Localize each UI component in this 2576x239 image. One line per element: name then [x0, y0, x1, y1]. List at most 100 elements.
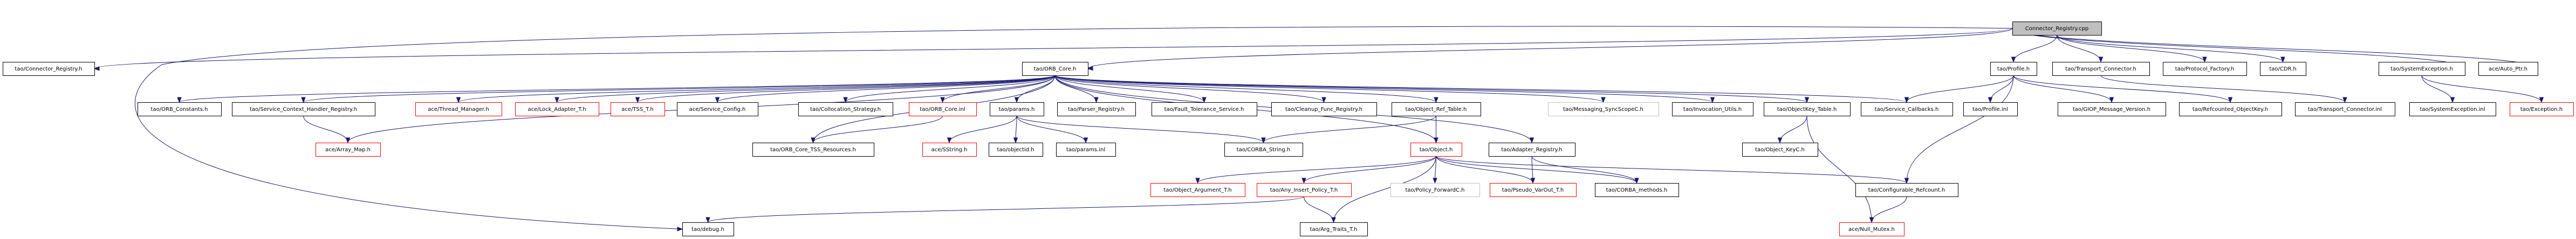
graph-node-parser-registry-h[interactable]: tao/Parser_Registry.h — [1057, 102, 1136, 116]
node-box — [1152, 102, 1257, 116]
graph-node-arg-traits-t-h[interactable]: tao/Arg_Traits_T.h — [1300, 222, 1368, 236]
arrowhead-icon — [2450, 97, 2455, 103]
arrowhead-icon — [1988, 97, 1993, 103]
node-box — [611, 102, 665, 116]
arrowhead-icon — [1195, 178, 1200, 184]
edge-orb-core-h-to-scx-handler-registry-h — [303, 75, 1056, 103]
node-box — [2478, 62, 2538, 76]
graph-node-any-insert-policy-t-h[interactable]: tao/Any_Insert_Policy_T.h — [1257, 183, 1352, 197]
arrowhead-icon — [947, 137, 952, 144]
graph-node-params-inl[interactable]: tao/params.inl — [1056, 143, 1116, 157]
arrowhead-icon — [1094, 97, 1099, 103]
graph-node-profile-inl[interactable]: tao/Profile.inl — [1963, 102, 2018, 116]
arrowhead-icon — [2342, 97, 2347, 103]
node-box — [1300, 222, 1368, 236]
graph-node-lock-adapter-t-h[interactable]: ace/Lock_Adapter_T.h — [515, 102, 599, 116]
node-box — [798, 102, 893, 116]
edge-orb-core-h-to-orb-constants-h — [179, 75, 1056, 103]
graph-node-sstring-h[interactable]: ace/SString.h — [922, 143, 977, 157]
arrowhead-icon — [1777, 137, 1783, 144]
graph-node-orb-core-inl[interactable]: tao/ORB_Core.inl — [909, 102, 977, 116]
graph-node-protocol-factory-h[interactable]: tao/Protocol_Factory.h — [2163, 62, 2247, 76]
graph-node-corba-methods-h[interactable]: tao/CORBA_methods.h — [1595, 183, 1679, 197]
node-box — [1595, 183, 1679, 197]
graph-node-invocation-utils-h[interactable]: tao/Invocation_Utils.h — [1672, 102, 1753, 116]
arrowhead-icon — [2202, 57, 2207, 63]
node-box — [1489, 143, 1575, 157]
graph-node-scx-handler-registry-h[interactable]: tao/Service_Context_Handler_Registry.h — [232, 102, 375, 116]
node-label: tao/ORB_Core_TSS_Resources.h — [770, 147, 856, 153]
graph-node-policy-forwardc-h[interactable]: tao/Policy_ForwardC.h — [1390, 183, 1480, 197]
node-label: tao/ObjectKey_Table.h — [1777, 107, 1837, 113]
graph-node-objectkey-table-h[interactable]: tao/ObjectKey_Table.h — [1764, 102, 1851, 116]
graph-node-configurable-refcount-h[interactable]: tao/Configurable_Refcount.h — [1855, 183, 1958, 197]
graph-node-object-keyc-h[interactable]: tao/Object_KeyC.h — [1742, 143, 1818, 157]
graph-node-object-h[interactable]: tao/Object.h — [1410, 143, 1462, 157]
graph-node-exception-h[interactable]: tao/Exception.h — [2510, 102, 2574, 116]
arrowhead-icon — [1331, 217, 1336, 223]
arrowhead-icon — [177, 97, 182, 103]
graph-node-auto-ptr-h[interactable]: ace/Auto_Ptr.h — [2478, 62, 2538, 76]
graph-node-systemexception-h[interactable]: tao/SystemException.h — [2379, 62, 2465, 76]
graph-node-objectid-h[interactable]: tao/objectid.h — [989, 143, 1043, 157]
graph-node-service-config-h[interactable]: ace/Service_Config.h — [677, 102, 758, 116]
edge-params-h-to-sstring-h — [949, 115, 1017, 143]
edge-root-to-cdr-h — [2057, 34, 2283, 62]
node-label: ace/Thread_Manager.h — [428, 107, 489, 113]
node-label: tao/debug.h — [691, 227, 724, 233]
node-box — [1056, 143, 1116, 157]
graph-node-messaging-syncscopec-h[interactable]: tao/Messaging_SyncScopeC.h — [1548, 102, 1659, 116]
graph-node-cleanup-func-registry-h[interactable]: tao/Cleanup_Func_Registry.h — [1271, 102, 1377, 116]
graph-node-null-mutex-h[interactable]: ace/Null_Mutex.h — [1839, 222, 1904, 236]
arrowhead-icon — [940, 97, 945, 103]
node-label: tao/Fault_Tolerance_Service.h — [1164, 107, 1244, 113]
graph-node-systemexception-inl[interactable]: tao/SystemException.inl — [2409, 102, 2496, 116]
graph-node-pseudo-varout-t-h[interactable]: tao/Pseudo_VarOut_T.h — [1490, 183, 1577, 197]
graph-node-root: Connector_Registry.cpp — [2012, 22, 2102, 36]
graph-node-service-callbacks-h[interactable]: tao/Service_Callbacks.h — [1861, 102, 1953, 116]
graph-node-transport-connector-inl[interactable]: tao/Transport_Connector.inl — [2295, 102, 2395, 116]
graph-node-thread-manager-h[interactable]: ace/Thread_Manager.h — [415, 102, 502, 116]
edge-profile-h-to-refcounted-objectkey-h — [2013, 75, 2231, 103]
graph-node-refcounted-objectkey-h[interactable]: tao/Refcounted_ObjectKey.h — [2179, 102, 2282, 116]
node-label: tao/params.inl — [1066, 147, 1105, 153]
arrowhead-icon — [2011, 57, 2016, 63]
graph-node-object-argument-t-h[interactable]: tao/Object_Argument_T.h — [1150, 183, 1245, 197]
node-label: tao/Invocation_Utils.h — [1683, 107, 1742, 113]
graph-node-orb-core-tss-resources-h[interactable]: tao/ORB_Core_TSS_Resources.h — [752, 143, 874, 157]
edge-root-to-orb-core-h — [1087, 28, 2013, 69]
graph-node-connector-registry-h[interactable]: tao/Connector_Registry.h — [3, 62, 95, 76]
node-box — [1742, 143, 1818, 157]
node-label: tao/Profile.h — [1997, 66, 2030, 72]
graph-node-fault-tolerance-service-h[interactable]: tao/Fault_Tolerance_Service.h — [1152, 102, 1257, 116]
graph-node-cdr-h[interactable]: tao/CDR.h — [2260, 62, 2306, 76]
graph-node-orb-constants-h[interactable]: tao/ORB_Constants.h — [138, 102, 222, 116]
node-label: tao/ORB_Constants.h — [151, 107, 208, 113]
edge-profile-h-to-configurable-refcount-h — [1906, 75, 2014, 184]
node-box — [316, 143, 381, 157]
graph-node-transport-connector-h[interactable]: tao/Transport_Connector.h — [2052, 62, 2150, 76]
node-label: tao/Policy_ForwardC.h — [1405, 187, 1464, 193]
graph-node-profile-h[interactable]: tao/Profile.h — [1990, 62, 2037, 76]
edge-orb-core-h-to-service-config-h — [717, 75, 1056, 103]
graph-node-giop-message-version-h[interactable]: tao/GIOP_Message_Version.h — [2058, 102, 2166, 116]
graph-node-collocation-strategy-h[interactable]: tao/Collocation_Strategy.h — [798, 102, 893, 116]
graph-node-object-ref-table-h[interactable]: tao/Object_Ref_Table.h — [1392, 102, 1481, 116]
graph-node-orb-core-h[interactable]: tao/ORB_Core.h — [1022, 62, 1088, 76]
node-box — [682, 222, 734, 236]
arrowhead-icon — [1804, 97, 1810, 103]
edge-orb-core-h-to-invocation-utils-h — [1054, 75, 1713, 103]
nodes-layer: Connector_Registry.cpp tao/Connector_Regi… — [3, 22, 2574, 236]
node-label: tao/Object_Ref_Table.h — [1406, 107, 1467, 113]
graph-node-array-map-h[interactable]: ace/Array_Map.h — [316, 143, 381, 157]
graph-node-adapter-registry-h[interactable]: tao/Adapter_Registry.h — [1489, 143, 1575, 157]
arrowhead-icon — [1087, 66, 1093, 71]
graph-node-tss-t-h[interactable]: ace/TSS_T.h — [611, 102, 665, 116]
edge-object-h-to-object-argument-t-h — [1197, 156, 1436, 184]
edge-configurable-refcount-h-to-null-mutex-h — [1871, 196, 1907, 223]
arrowhead-icon — [705, 217, 710, 223]
graph-node-params-h[interactable]: tao/params.h — [990, 102, 1044, 116]
graph-node-corba-string-h[interactable]: tao/CORBA_String.h — [1224, 143, 1303, 157]
graph-node-debug-h[interactable]: tao/debug.h — [682, 222, 734, 236]
node-box — [1839, 222, 1904, 236]
